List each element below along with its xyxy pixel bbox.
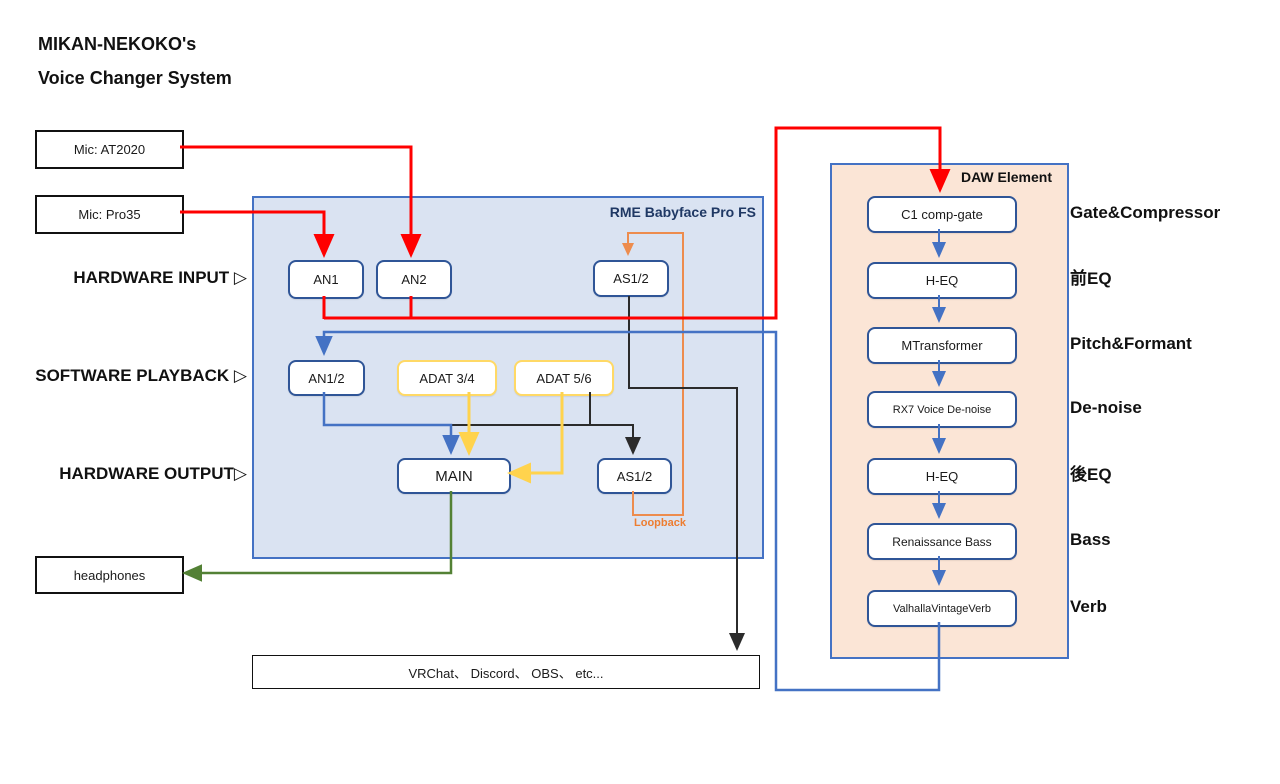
row-label-software-playback: SOFTWARE PLAYBACK ▷ bbox=[35, 366, 247, 385]
daw-node-renaissance-bass: Renaissance Bass bbox=[867, 523, 1017, 560]
loopback-label: Loopback bbox=[634, 517, 686, 529]
daw-node-heq-pre-label: H-EQ bbox=[925, 273, 959, 288]
rme-node-as12-output: AS1/2 bbox=[597, 458, 672, 494]
rme-node-an1-label: AN1 bbox=[313, 272, 339, 287]
role-label-verb: Verb bbox=[1070, 597, 1107, 616]
mic-pro35-label: Mic: Pro35 bbox=[78, 207, 141, 222]
mic-at2020-label: Mic: AT2020 bbox=[73, 142, 146, 157]
mic-pro35-box: Mic: Pro35 bbox=[35, 195, 184, 234]
daw-node-heq-pre: H-EQ bbox=[867, 262, 1017, 299]
role-label-pitch-formant: Pitch&Formant bbox=[1070, 334, 1192, 353]
row-label-hardware-input: HARDWARE INPUT ▷ bbox=[73, 268, 247, 287]
headphones-box: headphones bbox=[35, 556, 184, 594]
rme-node-adat56: ADAT 5/6 bbox=[514, 360, 614, 396]
daw-node-heq-post: H-EQ bbox=[867, 458, 1017, 495]
diagram-title-line1: MIKAN-NEKOKO's bbox=[38, 34, 197, 54]
rme-region-title: RME Babyface Pro FS bbox=[609, 204, 756, 220]
rme-node-an2: AN2 bbox=[376, 260, 452, 299]
daw-node-valhalla-label: ValhallaVintageVerb bbox=[892, 602, 992, 615]
rme-node-an12-label: AN1/2 bbox=[308, 370, 345, 386]
apps-label: VRChat、 Discord、 OBS、 etc... bbox=[408, 665, 604, 681]
row-label-hardware-output: HARDWARE OUTPUT▷ bbox=[59, 464, 247, 483]
rme-node-main: MAIN bbox=[397, 458, 511, 494]
daw-node-mtransformer-label: MTransformer bbox=[901, 338, 983, 353]
rme-node-adat56-label: ADAT 5/6 bbox=[536, 370, 592, 386]
role-label-bass: Bass bbox=[1070, 530, 1111, 549]
rme-node-main-label: MAIN bbox=[435, 467, 473, 485]
role-label-pre-eq: 前EQ bbox=[1070, 269, 1112, 288]
role-label-post-eq: 後EQ bbox=[1070, 465, 1112, 484]
apps-box: VRChat、 Discord、 OBS、 etc... bbox=[252, 655, 760, 689]
rme-node-as12-input: AS1/2 bbox=[593, 260, 669, 297]
rme-node-an1: AN1 bbox=[288, 260, 364, 299]
daw-node-valhalla-verb: ValhallaVintageVerb bbox=[867, 590, 1017, 627]
daw-node-mtransformer: MTransformer bbox=[867, 327, 1017, 364]
daw-node-c1-comp-gate: C1 comp-gate bbox=[867, 196, 1017, 233]
rme-node-as12-output-label: AS1/2 bbox=[616, 468, 653, 484]
rme-node-adat34-label: ADAT 3/4 bbox=[419, 370, 475, 386]
daw-node-rx7-label: RX7 Voice De-noise bbox=[892, 403, 992, 416]
role-label-denoise: De-noise bbox=[1070, 398, 1142, 417]
rme-node-an12: AN1/2 bbox=[288, 360, 365, 396]
daw-node-heq-post-label: H-EQ bbox=[925, 469, 959, 484]
daw-node-rx7-denoise: RX7 Voice De-noise bbox=[867, 391, 1017, 428]
rme-node-as12-input-label: AS1/2 bbox=[613, 271, 649, 286]
role-label-gate-compressor: Gate&Compressor bbox=[1070, 203, 1221, 222]
daw-region-title: DAW Element bbox=[960, 169, 1052, 185]
rme-node-an2-label: AN2 bbox=[401, 272, 427, 287]
daw-node-rbass-label: Renaissance Bass bbox=[892, 534, 992, 549]
diagram-title-line2: Voice Changer System bbox=[38, 68, 232, 88]
mic-at2020-box: Mic: AT2020 bbox=[35, 130, 184, 169]
headphones-label: headphones bbox=[73, 567, 146, 583]
daw-node-c1-label: C1 comp-gate bbox=[901, 207, 983, 222]
rme-node-adat34: ADAT 3/4 bbox=[397, 360, 497, 396]
